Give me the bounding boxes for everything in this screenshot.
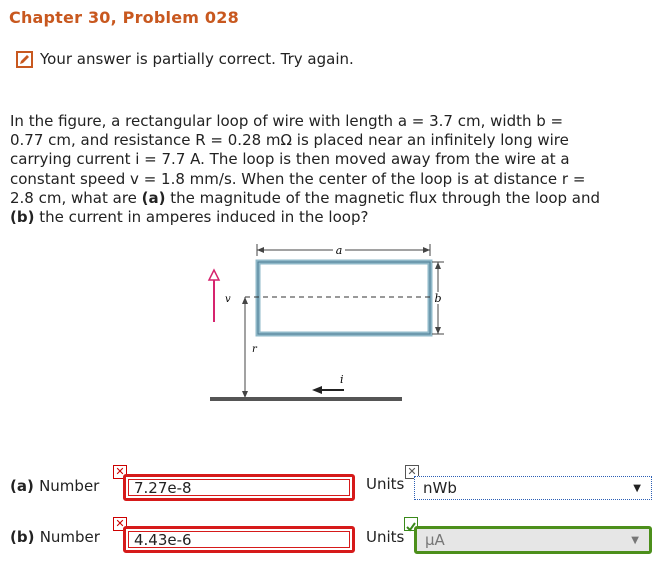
feedback-message: Your answer is partially correct. Try ag… bbox=[40, 50, 354, 68]
loop-figure: a b v r i bbox=[207, 244, 444, 401]
problem-line: 0.77 cm, and resistance R = 0.28 mΩ is p… bbox=[10, 131, 569, 150]
units-label: Units bbox=[366, 475, 405, 493]
page-title: Chapter 30, Problem 028 bbox=[9, 8, 239, 27]
problem-line: In the figure, a rectangular loop of wir… bbox=[10, 112, 564, 130]
pencil-icon bbox=[16, 50, 33, 68]
number-label: Number bbox=[39, 477, 100, 495]
part-b-tag: (b) bbox=[10, 528, 35, 546]
dropdown-arrow-icon: ▼ bbox=[633, 482, 641, 494]
answer-a-input[interactable]: 7.27e-8 bbox=[123, 474, 355, 501]
dropdown-arrow-icon: ▼ bbox=[631, 534, 639, 546]
part-a-tag: (a) bbox=[10, 477, 34, 495]
incorrect-x-icon: ✕ bbox=[405, 465, 419, 479]
label-a: a bbox=[336, 244, 343, 257]
answer-b-input[interactable]: 4.43e-6 bbox=[123, 526, 355, 553]
feedback-status: Your answer is partially correct. Try ag… bbox=[16, 50, 354, 68]
answer-row-a: (a) Number bbox=[10, 469, 120, 503]
units-label: Units bbox=[366, 528, 405, 546]
answer-a-units-select[interactable]: nWb ▼ bbox=[414, 476, 652, 500]
label-v: v bbox=[225, 294, 231, 305]
problem-line: constant speed v = 1.8 mm/s. When the ce… bbox=[10, 169, 586, 188]
label-r: r bbox=[252, 344, 258, 355]
answer-row-b: (b) Number bbox=[10, 520, 120, 554]
problem-line: (b) the current in amperes induced in th… bbox=[10, 208, 369, 227]
problem-line: carrying current i = 7.7 A. The loop is … bbox=[10, 150, 570, 169]
problem-line: 2.8 cm, what are (a) the magnitude of th… bbox=[10, 188, 601, 207]
label-i: i bbox=[340, 373, 344, 386]
number-label: Number bbox=[39, 528, 100, 546]
problem-statement: In the figure, a rectangular loop of wir… bbox=[10, 112, 660, 227]
answer-b-units-select[interactable]: μA ▼ bbox=[414, 526, 652, 554]
label-b: b bbox=[434, 292, 441, 305]
